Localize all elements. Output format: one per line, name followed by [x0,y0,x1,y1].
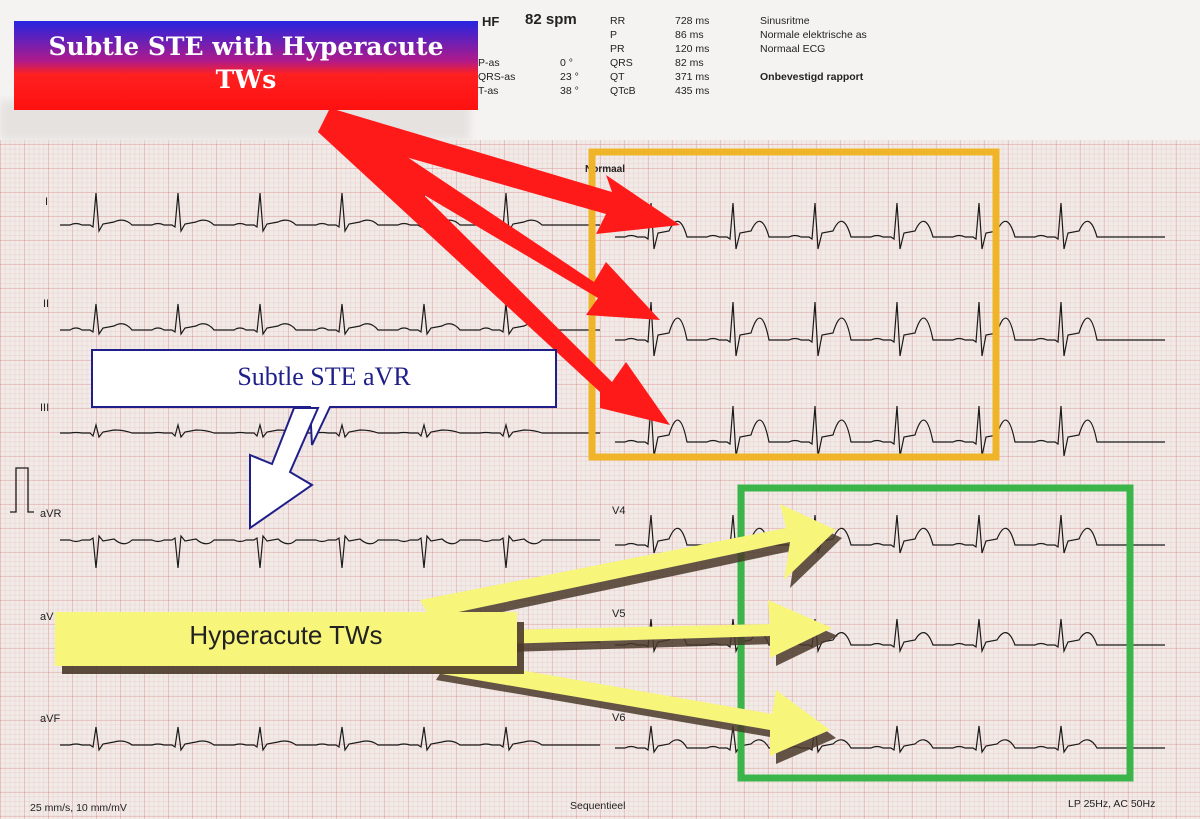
red-arrow-lead-i [318,108,680,234]
normal-label: Normaal [585,164,626,175]
trace-lead-ii [60,303,600,336]
qrs-axis-value: 23 ° [560,71,579,83]
p-axis-value: 0 ° [560,57,573,69]
avr-callout-text: Subtle STE aVR [237,362,411,391]
t-axis-label: T-as [478,85,499,97]
qrs-axis-label: QRS-as [478,71,516,83]
red-arrow-lead-iii [318,112,670,425]
lead-label-v6: V6 [612,712,626,724]
trace-lead-v3 [615,405,1165,457]
qtcb-label: QTcB [610,85,636,97]
avr-callout-arrow [249,407,320,530]
lead-label-v5: V5 [612,608,626,620]
interpretation-line-3: Normaal ECG [760,43,826,55]
trace-lead-v6 [615,725,1165,754]
yellow-arrow-v6 [430,656,830,756]
lead-label-ii: II [43,298,50,310]
red-arrows [318,108,680,425]
calibration-pulse [10,467,34,513]
interpretation-line-5: Onbevestigd rapport [760,71,864,83]
limb-leads-highlight-box [588,148,1000,461]
lead-label-i: I [45,196,49,208]
lead-label-v4: V4 [612,505,626,517]
rr-value: 728 ms [675,15,710,27]
qrs-label: QRS [610,57,633,69]
yellow-arrow-v4 [420,504,836,618]
qtcb-value: 435 ms [675,85,710,97]
heart-rate-label: HF [482,14,500,29]
qt-label: QT [610,71,625,83]
p-duration-value: 86 ms [675,29,704,41]
paper-speed: 25 mm/s, 10 mm/mV [30,802,127,814]
trace-lead-avr [60,534,600,569]
lead-label-avf: aVF [40,713,61,725]
yellow-arrow-v5 [500,600,832,658]
hyperacute-callout-text: Hyperacute TWs [189,620,383,650]
interpretation-line-2: Normale elektrische as [760,29,867,41]
trace-lead-v4 [615,514,1165,554]
acquisition-mode: Sequentieel [570,800,626,812]
yellow-arrows [420,504,842,764]
ste-hyperacute-callout-text: Subtle STE with Hyperacute TWs [48,32,444,94]
lead-label-avl: aV [40,611,54,623]
pr-label: PR [610,43,625,55]
heart-rate-value: 82 spm [525,11,577,28]
trace-lead-v1 [615,202,1165,250]
rr-label: RR [610,15,626,27]
filter-settings: LP 25Hz, AC 50Hz [1068,798,1156,810]
lead-label-iii: III [40,402,50,414]
t-axis-value: 38 ° [560,85,579,97]
pr-value: 120 ms [675,43,710,55]
p-axis-label: P-as [478,57,500,69]
interpretation-line-1: Sinusritme [760,15,810,27]
qrs-value: 82 ms [675,57,704,69]
p-duration-label: P [610,29,618,41]
trace-lead-avf [60,726,600,752]
qt-value: 371 ms [675,71,710,83]
trace-lead-v2 [615,301,1165,357]
red-arrow-lead-ii [318,112,660,320]
hyperacute-callout-box [55,612,517,666]
avr-callout-box [91,349,557,446]
ste-hyperacute-callout-box [14,21,478,110]
lead-label-avr: aVR [40,508,62,520]
